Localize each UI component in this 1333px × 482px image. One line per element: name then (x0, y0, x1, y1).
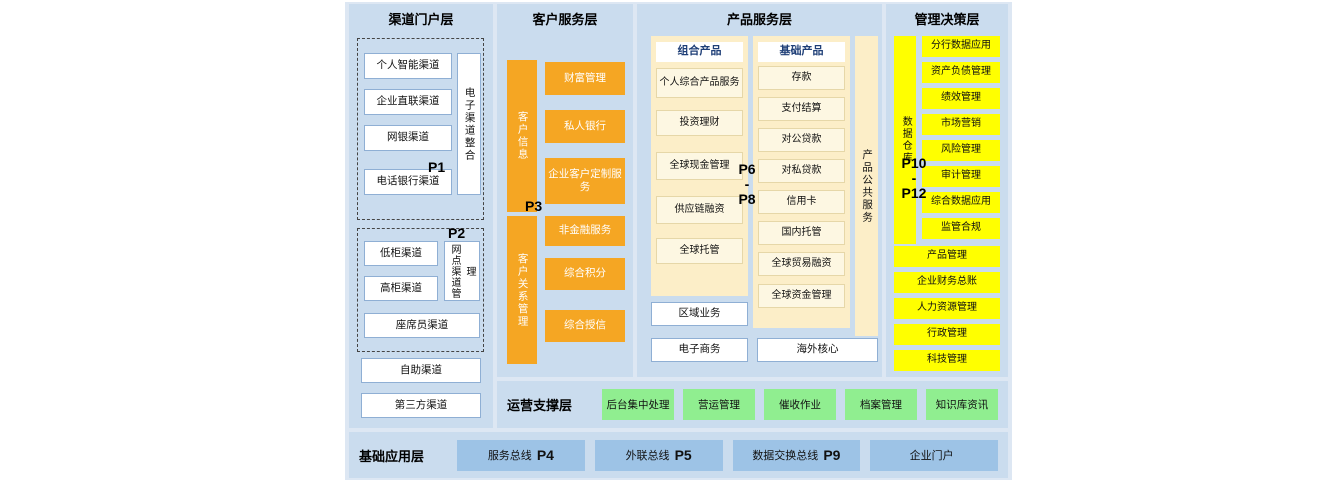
product-item: 全球资金管理 (758, 284, 845, 308)
operations-item: 催收作业 (764, 389, 836, 420)
customer-service-layer-panel: 客户服务层 客户信息 财富管理 私人银行 企业客户定制服务 P3 客户关系管理 … (497, 4, 633, 377)
product-item: 存款 (758, 66, 845, 90)
product-extra-item: 区域业务 (651, 302, 748, 326)
product-item: 支付结算 (758, 97, 845, 121)
p8-label: P8 (738, 191, 756, 207)
foundation-item: 外联总线 P5 (594, 439, 723, 471)
customer-service-item: 私人银行 (545, 110, 625, 143)
management-item: 产品管理 (894, 246, 1000, 267)
product-public-service-vertical-bar: 产品公共服务 (855, 36, 878, 336)
operations-item: 后台集中处理 (602, 389, 674, 420)
management-item: 企业财务总账 (894, 272, 1000, 293)
channel-item: 座席员渠道 (364, 313, 480, 338)
p10-label: P10 (901, 155, 927, 171)
p2-label: P2 (448, 225, 466, 241)
data-warehouse-vertical-bar: 数据仓库 (894, 36, 916, 244)
operations-support-layer: 运营支撑层 后台集中处理 营运管理 催收作业 档案管理 知识库资讯 (497, 381, 1008, 428)
foundation-application-layer: 基础应用层 服务总线 P4 外联总线 P5 数据交换总线 P9 企业门户 (349, 432, 1008, 478)
management-layer-title: 管理决策层 (914, 12, 980, 27)
customer-service-item: 财富管理 (545, 62, 625, 95)
foundation-item-label: 服务总线 (487, 450, 532, 462)
channel-item: 电话银行渠道 (364, 169, 452, 195)
product-item: 国内托管 (758, 221, 845, 245)
customer-service-item: 非金融服务 (545, 216, 625, 246)
e-channel-integration-vertical-bar: 电子渠道整合 (457, 53, 481, 195)
operations-layer-title: 运营支撑层 (507, 398, 573, 413)
p10-p12-label: P10 - P12 (892, 156, 936, 201)
product-item: 对私贷款 (758, 159, 845, 183)
p5-label: P5 (674, 447, 692, 463)
foundation-item-label: 数据交换总线 (752, 450, 819, 462)
channel-layer-title: 渠道门户层 (388, 12, 454, 27)
operations-item: 档案管理 (845, 389, 917, 420)
management-item: 资产负债管理 (922, 62, 1000, 83)
management-item: 审计管理 (922, 166, 1000, 187)
p9-label: P9 (823, 447, 841, 463)
p6-label: P6 (738, 161, 756, 177)
p-range-dash: - (911, 170, 917, 186)
foundation-item-label: 外联总线 (625, 450, 670, 462)
product-item: 全球贸易融资 (758, 252, 845, 276)
p-range-dash: - (744, 176, 750, 192)
p3-label: P3 (525, 198, 543, 214)
combo-products-header: 组合产品 (656, 42, 743, 62)
p4-label: P4 (536, 447, 554, 463)
management-item: 综合数据应用 (922, 192, 1000, 213)
product-item: 个人综合产品服务 (656, 68, 743, 98)
combo-products-group: 组合产品 个人综合产品服务 投资理财 全球现金管理 供应链融资 全球托管 (651, 36, 748, 296)
channel-portal-layer-panel: 渠道门户层 个人智能渠道 企业直联渠道 网银渠道 电话银行渠道 电子渠道整合 P… (349, 4, 493, 428)
product-item: 对公贷款 (758, 128, 845, 152)
management-item: 绩效管理 (922, 88, 1000, 109)
management-item: 监管合规 (922, 218, 1000, 239)
customer-service-item: 综合授信 (545, 310, 625, 342)
basic-products-header: 基础产品 (758, 42, 845, 62)
management-item: 风险管理 (922, 140, 1000, 161)
customer-relationship-vertical-bar: 客户关系管理 (507, 216, 537, 364)
product-item: 全球现金管理 (656, 152, 743, 180)
channel-item: 网银渠道 (364, 125, 452, 151)
operations-item: 营运管理 (683, 389, 755, 420)
product-service-layer-panel: 产品服务层 组合产品 个人综合产品服务 投资理财 全球现金管理 供应链融资 全球… (637, 4, 882, 377)
product-item: 信用卡 (758, 190, 845, 214)
diagram-canvas: 渠道门户层 个人智能渠道 企业直联渠道 网银渠道 电话银行渠道 电子渠道整合 P… (345, 2, 1012, 480)
foundation-layer-title: 基础应用层 (359, 448, 425, 464)
product-item: 全球托管 (656, 238, 743, 264)
management-item: 分行数据应用 (922, 36, 1000, 57)
channel-item: 个人智能渠道 (364, 53, 452, 79)
p2-channel-group: P2 低柜渠道 高柜渠道 网点渠道管理 座席员渠道 (357, 225, 484, 352)
product-extra-item: 电子商务 (651, 338, 748, 362)
foundation-item-label: 企业门户 (909, 450, 954, 462)
foundation-item: 数据交换总线 P9 (732, 439, 861, 471)
channel-item: 自助渠道 (361, 358, 481, 383)
management-item: 市场营销 (922, 114, 1000, 135)
basic-products-group: 基础产品 存款 支付结算 对公贷款 对私贷款 信用卡 国内托管 全球贸易融资 全… (753, 36, 850, 328)
customer-layer-title: 客户服务层 (532, 12, 598, 27)
product-layer-title: 产品服务层 (726, 12, 792, 27)
operations-item: 知识库资讯 (926, 389, 998, 420)
p1-label: P1 (428, 159, 446, 175)
management-item: 人力资源管理 (894, 298, 1000, 319)
product-item: 投资理财 (656, 110, 743, 136)
management-item: 行政管理 (894, 324, 1000, 345)
channel-item: 高柜渠道 (364, 276, 438, 301)
p12-label: P12 (901, 185, 927, 201)
customer-info-vertical-bar: 客户信息 (507, 60, 537, 212)
foundation-item: 服务总线 P4 (457, 439, 585, 471)
management-item: 科技管理 (894, 350, 1000, 371)
foundation-item: 企业门户 (870, 439, 998, 471)
customer-service-item: 企业客户定制服务 (545, 158, 625, 204)
management-decision-layer-panel: 管理决策层 数据仓库 P10 - P12 分行数据应用 资产负债管理 绩效管理 … (886, 4, 1008, 377)
p6-p8-label: P6 - P8 (732, 162, 762, 207)
product-item: 供应链融资 (656, 196, 743, 224)
customer-service-item: 综合积分 (545, 258, 625, 290)
channel-item: 企业直联渠道 (364, 89, 452, 115)
channel-item: 第三方渠道 (361, 393, 481, 418)
channel-item: 低柜渠道 (364, 241, 438, 266)
p1-channel-group: 个人智能渠道 企业直联渠道 网银渠道 电话银行渠道 电子渠道整合 P1 (357, 38, 484, 220)
branch-channel-mgmt-vertical-bar: 网点渠道管理 (444, 241, 480, 301)
product-extra-item: 海外核心 (757, 338, 878, 362)
